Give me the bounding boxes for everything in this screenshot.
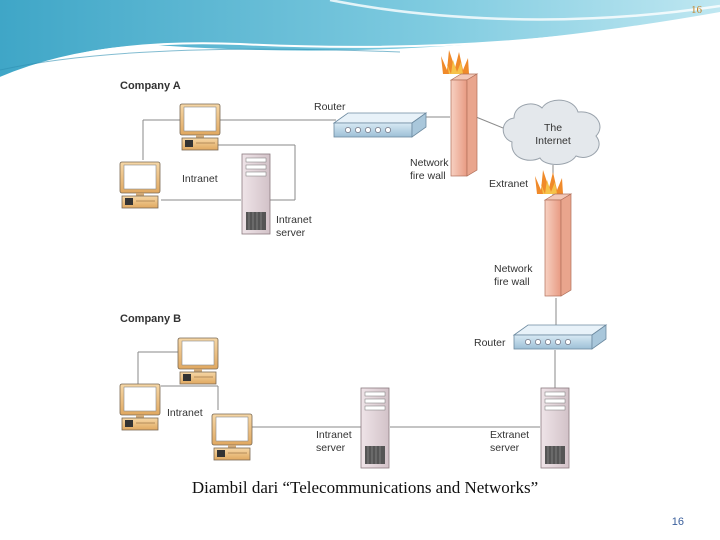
company-b-extranet-server-label: Extranet server — [490, 429, 530, 454]
company-b-intranet-server — [360, 387, 390, 469]
company-a-pc-2 — [119, 161, 161, 209]
company-b-pc-2 — [119, 383, 161, 431]
slide-caption: Diambil dari “Telecommunications and Net… — [191, 478, 539, 497]
company-b-extranet-server — [540, 387, 570, 469]
page-number-bottom: 16 — [671, 516, 684, 528]
company-a-title: Company A — [120, 80, 181, 92]
extranet-label: Extranet — [489, 178, 529, 190]
company-a-intranet-server-label: Intranet server — [276, 214, 312, 239]
company-b-pc-3 — [211, 413, 253, 461]
page-number-top: 16 — [691, 4, 702, 16]
company-a-pc-1 — [179, 103, 221, 151]
internet-cloud — [502, 99, 601, 165]
internet-label: The Internet — [535, 122, 571, 147]
company-b-router-label: Router — [474, 337, 506, 349]
company-a-intranet-server — [241, 153, 271, 235]
header-swoosh — [0, 0, 720, 79]
company-b-intranet-server-label: Intranet server — [316, 429, 352, 454]
company-b-router — [513, 324, 607, 350]
company-a-intranet-label: Intranet — [182, 173, 218, 185]
company-a-firewall-label: Network fire wall — [410, 157, 449, 182]
company-b-title: Company B — [120, 313, 182, 325]
company-b-intranet-label: Intranet — [167, 407, 203, 419]
company-a-router — [333, 112, 427, 138]
company-a-router-label: Router — [314, 101, 346, 113]
company-b-pc-1 — [177, 337, 219, 385]
company-b-firewall-label: Network fire wall — [494, 263, 533, 288]
